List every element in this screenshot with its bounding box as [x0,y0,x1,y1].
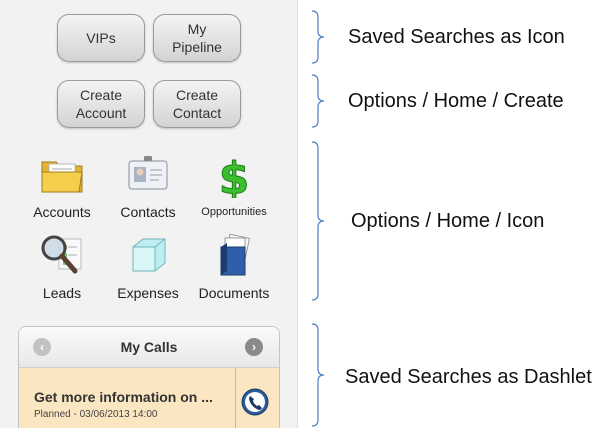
tile-label: Documents [198,285,270,301]
tile-opportunities[interactable]: $ Opportunities [189,152,279,219]
phone-icon[interactable] [241,388,269,416]
annotation-options-home-create: Options / Home / Create [348,90,564,112]
dashlet-header: ‹ My Calls › [19,327,279,368]
annotation-saved-searches-icon: Saved Searches as Icon [348,26,565,48]
cube-icon [132,238,166,272]
chevron-left-icon[interactable]: ‹ [33,338,51,356]
annotation-saved-searches-dashlet: Saved Searches as Dashlet [345,366,592,388]
chevron-right-icon[interactable]: › [245,338,263,356]
svg-text:$: $ [219,153,250,198]
tile-leads[interactable]: Leads [17,233,107,301]
contact-card-icon [128,156,168,190]
dashlet-title: My Calls [120,339,178,355]
tile-label: Expenses [117,285,179,301]
magnifier-icon [41,235,82,274]
tile-label: Opportunities [201,206,267,218]
my-calls-dashlet: ‹ My Calls › Get more information on ...… [18,326,280,428]
documents-binder-icon [220,233,251,276]
create-contact-button[interactable]: Create Contact [153,80,241,128]
mobile-screen: VIPs My Pipeline Create Account Create C… [0,0,298,428]
brace-saved-searches-dashlet [311,323,325,427]
tile-label: Accounts [33,204,91,220]
tile-accounts[interactable]: Accounts [17,152,107,220]
folder-icon [41,161,83,193]
my-pipeline-button[interactable]: My Pipeline [153,14,241,62]
brace-options-home-icon [311,141,325,301]
call-status: Planned - 03/06/2013 14:00 [34,409,158,420]
brace-saved-searches-icon [311,10,325,64]
annotation-options-home-icon: Options / Home / Icon [351,210,545,232]
call-row[interactable]: Get more information on ... Planned - 03… [19,368,279,428]
vips-button[interactable]: VIPs [57,14,145,62]
tile-documents[interactable]: Documents [189,233,279,301]
tile-expenses[interactable]: Expenses [103,233,193,301]
call-title: Get more information on ... [34,389,213,405]
tile-label: Contacts [120,204,176,220]
create-account-button[interactable]: Create Account [57,80,145,128]
divider [235,368,236,428]
tile-label: Leads [42,285,82,301]
tile-contacts[interactable]: Contacts [103,152,193,220]
brace-options-home-create [311,74,325,128]
dollar-icon: $ [218,153,250,199]
